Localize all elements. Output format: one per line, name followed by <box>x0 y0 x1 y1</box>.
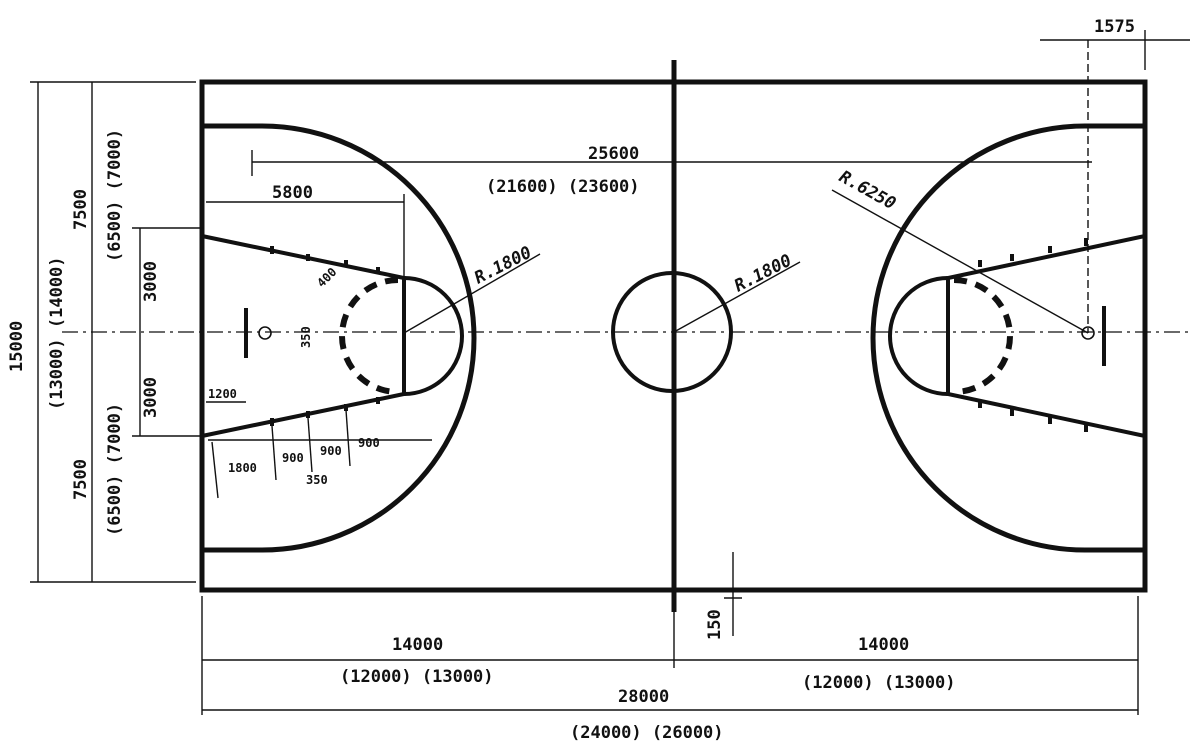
label-corner-offset: 1575 <box>1094 17 1135 37</box>
right-restricted-area <box>946 234 1146 438</box>
label-center-line-width: 150 <box>705 609 725 640</box>
right-three-point-line <box>870 123 1145 553</box>
label-lane-spacing-1: 900 <box>282 451 304 465</box>
left-restricted-area <box>201 234 406 438</box>
left-free-throw-dashed-semicircle <box>339 277 399 395</box>
label-width-alt: (13000) (14000) <box>47 256 67 410</box>
label-key-length: 5800 <box>272 183 313 203</box>
label-three-point-span-alt: (21600) (23600) <box>486 177 640 197</box>
label-half-length-left: 14000 <box>392 635 443 655</box>
label-marking-width: 400 <box>314 265 339 290</box>
label-lane-spacing-first: 1800 <box>228 461 257 475</box>
dimension-lines <box>30 30 1190 715</box>
label-width-main: 15000 <box>7 321 27 372</box>
label-lane-marking-depth: 350 <box>306 473 328 487</box>
court-lines <box>62 60 1190 612</box>
left-lane-marks <box>270 246 380 426</box>
left-half-court <box>201 123 477 553</box>
label-half-length-left-alt: (12000) (13000) <box>340 667 494 687</box>
label-half-width-top-alt: (6500) (7000) <box>105 129 125 262</box>
right-basket <box>1081 326 1095 340</box>
dimension-labels: 15000 (13000) (14000) 7500 (6500) (7000)… <box>7 17 1135 743</box>
label-total-length-alt: (24000) (26000) <box>570 723 724 743</box>
label-marking-depth: 350 <box>299 326 313 348</box>
label-half-width-bottom-alt: (6500) (7000) <box>105 403 125 536</box>
right-free-throw-semicircle <box>888 276 949 396</box>
label-three-point-span: 25600 <box>588 144 639 164</box>
label-total-length: 28000 <box>618 687 669 707</box>
label-half-length-right-alt: (12000) (13000) <box>802 673 956 693</box>
right-half-court <box>870 40 1146 553</box>
label-key-half-bottom: 3000 <box>141 377 161 418</box>
label-radius-three-point: R.6250 <box>836 167 899 214</box>
left-three-point-line <box>202 123 477 553</box>
label-lane-spacing-3: 900 <box>358 436 380 450</box>
label-lane-spacing-2: 900 <box>320 444 342 458</box>
right-lane-marks <box>978 238 1088 432</box>
label-radius-free-throw: R.1800 <box>471 243 535 289</box>
label-radius-center: R.1800 <box>731 251 795 297</box>
label-half-width-top: 7500 <box>71 189 91 230</box>
left-free-throw-semicircle <box>403 276 464 396</box>
label-half-length-right: 14000 <box>858 635 909 655</box>
label-key-half-top: 3000 <box>141 261 161 302</box>
label-backboard-offset: 1200 <box>208 387 237 401</box>
left-basket <box>258 326 272 340</box>
right-free-throw-dashed-semicircle <box>953 277 1013 395</box>
label-half-width-bottom: 7500 <box>71 459 91 500</box>
